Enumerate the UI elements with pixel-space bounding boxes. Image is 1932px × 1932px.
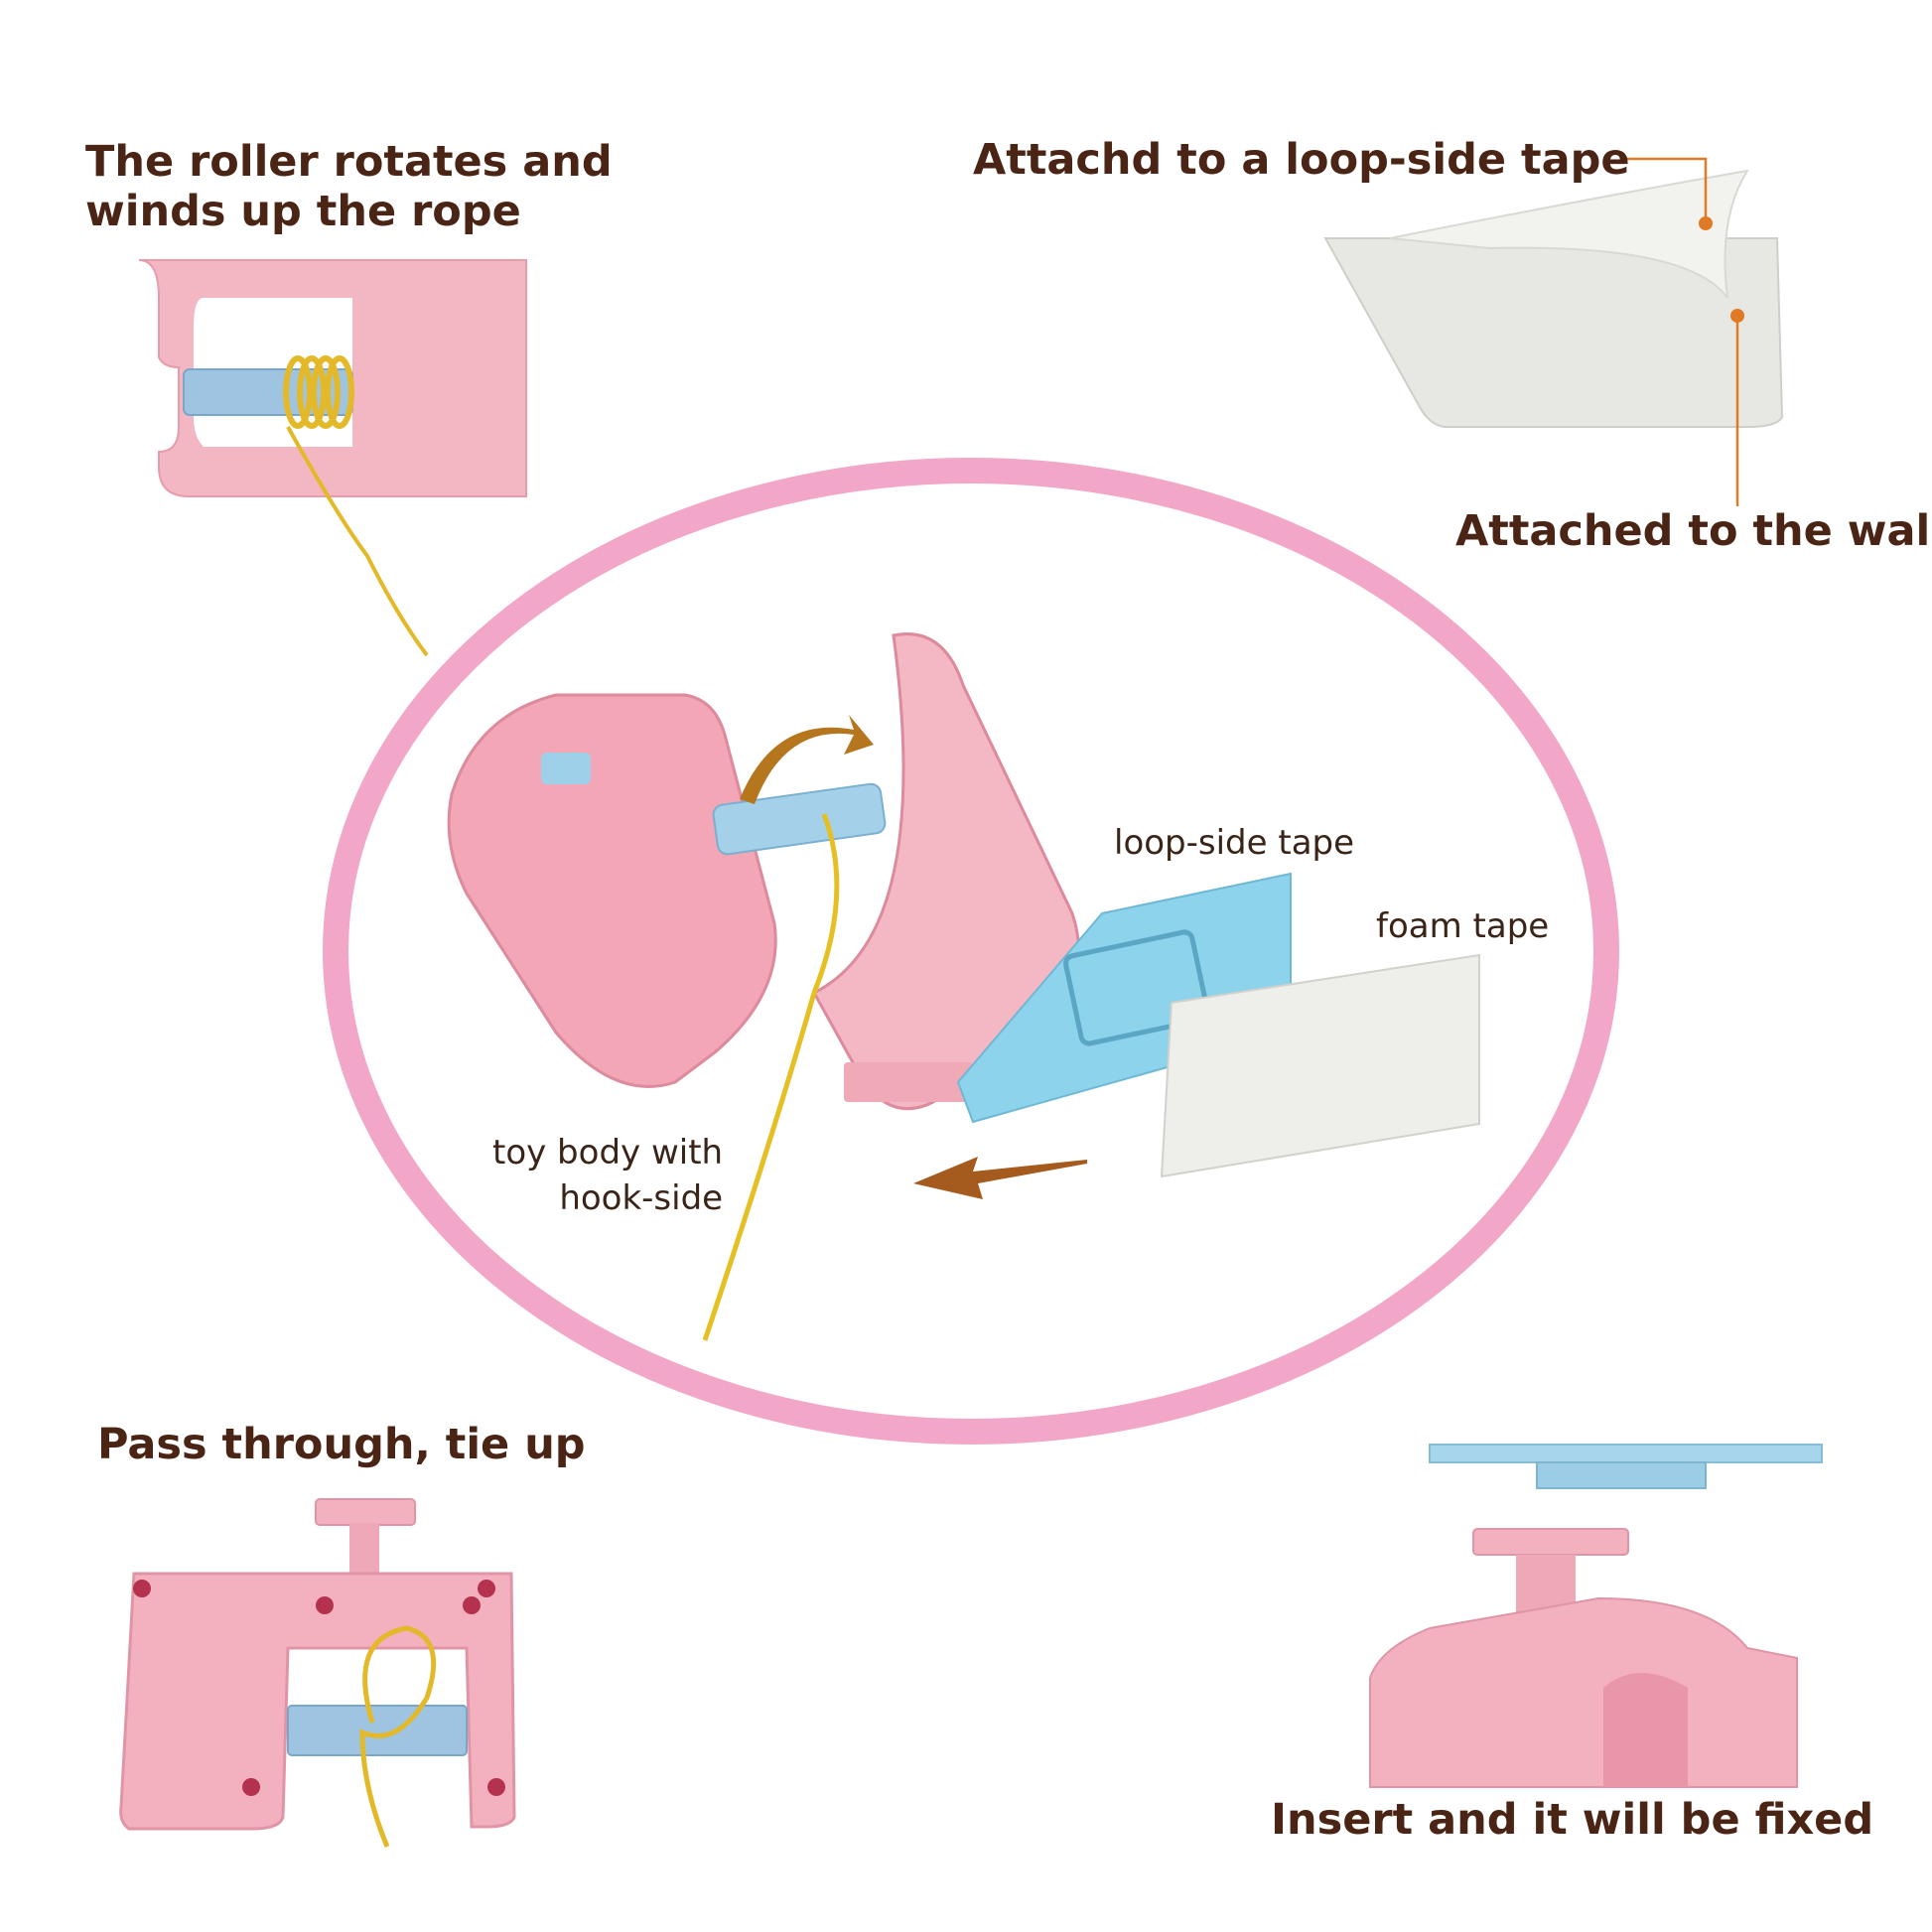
insert-blue-plate	[1429, 1444, 1823, 1463]
loop-tape-slot	[1063, 929, 1210, 1046]
callout-loop-side-tape: loop-side tape	[1114, 823, 1355, 863]
heading-pass-through: Pass through, tie up	[97, 1420, 586, 1469]
tie-up-illustration	[119, 1498, 516, 1848]
wall-tape-peel	[1389, 169, 1750, 302]
insert-illustration	[1369, 1444, 1823, 1788]
heading-roller-line1: The roller rotates and	[85, 137, 613, 187]
toy-body-arm	[811, 632, 1081, 1111]
callout-toy-body-line1: toy body with	[492, 1133, 724, 1173]
toy-body-illustration	[447, 632, 1081, 1341]
leader-dot-loop-tape	[1699, 216, 1713, 230]
loop-tape-plate	[956, 872, 1292, 1124]
heading-attach-wall: Attached to the wall	[1455, 506, 1932, 556]
heading-roller-line2: winds up the rope	[85, 187, 521, 236]
wall-tape-illustration	[1323, 169, 1784, 428]
heading-insert-fixed: Insert and it will be fixed	[1271, 1795, 1874, 1845]
callout-toy-body: toy body with hook-side	[492, 1130, 723, 1221]
tie-up-top-post	[315, 1498, 416, 1526]
tie-up-body	[119, 1572, 516, 1831]
heading-attach-loop-tape: Attachd to a loop-side tape	[973, 135, 1630, 185]
roller-holder-illustration	[138, 259, 527, 657]
leader-dot-wall	[1730, 309, 1744, 323]
callout-foam-tape: foam tape	[1376, 906, 1550, 946]
toy-roller-axle	[712, 782, 887, 856]
insert-pink-body	[1369, 1596, 1798, 1788]
toy-body-base	[447, 693, 777, 1088]
insert-blue-block	[1536, 1461, 1707, 1489]
loop-side-tape-illustration	[956, 872, 1292, 1124]
toy-body-window	[541, 753, 591, 784]
foam-tape-illustration	[1160, 953, 1480, 1178]
tie-up-rope	[359, 1625, 437, 1848]
wall-tape-sheet	[1323, 237, 1784, 428]
tie-up-post-stem	[349, 1523, 379, 1581]
tie-up-holes	[133, 1580, 505, 1796]
rotation-arrow	[740, 715, 874, 804]
insert-pink-post	[1472, 1528, 1629, 1556]
tie-up-axle	[287, 1705, 468, 1756]
insert-body-opening	[1603, 1673, 1688, 1787]
rope-strand	[286, 426, 429, 657]
highlight-ring	[323, 458, 1619, 1445]
callout-toy-body-line2: hook-side	[559, 1178, 724, 1218]
assembly-arrow	[913, 1157, 1087, 1199]
toy-rope	[702, 813, 840, 1341]
rope-coil	[283, 355, 354, 429]
heading-roller: The roller rotates and winds up the rope	[85, 137, 613, 236]
leader-lines	[1624, 157, 1739, 506]
toy-hook-teeth	[844, 1062, 973, 1102]
